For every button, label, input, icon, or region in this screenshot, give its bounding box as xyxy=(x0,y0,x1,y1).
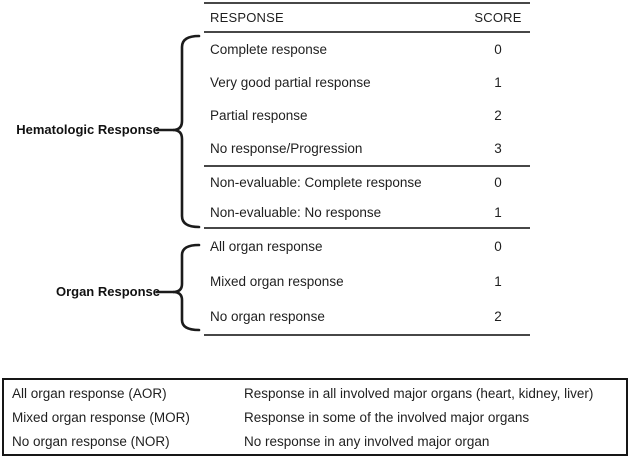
table-top-rule xyxy=(204,2,530,4)
score-table: RESPONSE SCORE Complete response 0 Very … xyxy=(204,2,530,336)
score-cell: 0 xyxy=(494,42,502,57)
organ-brace-icon xyxy=(155,243,201,332)
table-row: Mixed organ response 1 xyxy=(204,264,530,299)
score-cell: 1 xyxy=(494,75,502,90)
score-cell: 2 xyxy=(494,108,502,123)
section-divider-rule xyxy=(204,227,530,229)
legend-definition: Response in some of the involved major o… xyxy=(244,409,530,425)
section-divider-rule xyxy=(204,165,530,167)
score-cell: 1 xyxy=(494,204,502,220)
score-cell: 0 xyxy=(494,174,502,190)
table-row: Non-evaluable: No response 1 xyxy=(204,197,530,227)
table-row: Partial response 2 xyxy=(204,99,530,132)
legend-row: Mixed organ response (MOR) Response in s… xyxy=(4,405,626,429)
header-rule xyxy=(204,31,530,33)
hematologic-main-section: Complete response 0 Very good partial re… xyxy=(204,33,530,165)
response-cell: Very good partial response xyxy=(210,75,371,90)
legend-definition: Response in all involved major organs (h… xyxy=(244,385,594,401)
legend-row: No organ response (NOR) No response in a… xyxy=(4,429,626,453)
legend-box: All organ response (AOR) Response in all… xyxy=(2,378,628,456)
score-cell: 0 xyxy=(494,239,502,254)
response-cell: Non-evaluable: Complete response xyxy=(210,174,422,190)
table-header-row: RESPONSE SCORE xyxy=(204,4,530,31)
table-row: No response/Progression 3 xyxy=(204,132,530,165)
hematologic-nonevaluable-section: Non-evaluable: Complete response 0 Non-e… xyxy=(204,167,530,227)
table-row: All organ response 0 xyxy=(204,229,530,264)
table-row: Non-evaluable: Complete response 0 xyxy=(204,167,530,197)
response-cell: Mixed organ response xyxy=(210,274,344,289)
response-cell: Complete response xyxy=(210,42,328,57)
score-cell: 1 xyxy=(494,274,502,289)
score-cell: 2 xyxy=(494,309,502,324)
response-cell: No organ response xyxy=(210,309,325,324)
legend-term: No organ response (NOR) xyxy=(12,433,170,449)
legend-term: All organ response (AOR) xyxy=(12,385,167,401)
table-row: No organ response 2 xyxy=(204,299,530,334)
table-row: Very good partial response 1 xyxy=(204,66,530,99)
response-cell: Non-evaluable: No response xyxy=(210,204,382,220)
hematologic-response-label: Hematologic Response xyxy=(16,122,160,137)
legend-row: All organ response (AOR) Response in all… xyxy=(4,381,626,405)
organ-response-section: All organ response 0 Mixed organ respons… xyxy=(204,229,530,334)
legend-definition: No response in any involved major organ xyxy=(244,433,490,449)
response-cell: Partial response xyxy=(210,108,308,123)
score-cell: 3 xyxy=(494,141,502,156)
table-row: Complete response 0 xyxy=(204,33,530,66)
hematologic-brace-icon xyxy=(155,34,201,229)
organ-response-label: Organ Response xyxy=(55,284,160,299)
table-bottom-rule xyxy=(204,334,530,336)
response-cell: No response/Progression xyxy=(210,141,363,156)
response-cell: All organ response xyxy=(210,239,323,254)
response-column-header: RESPONSE xyxy=(210,10,284,25)
legend-term: Mixed organ response (MOR) xyxy=(12,409,190,425)
score-column-header: SCORE xyxy=(474,10,522,25)
